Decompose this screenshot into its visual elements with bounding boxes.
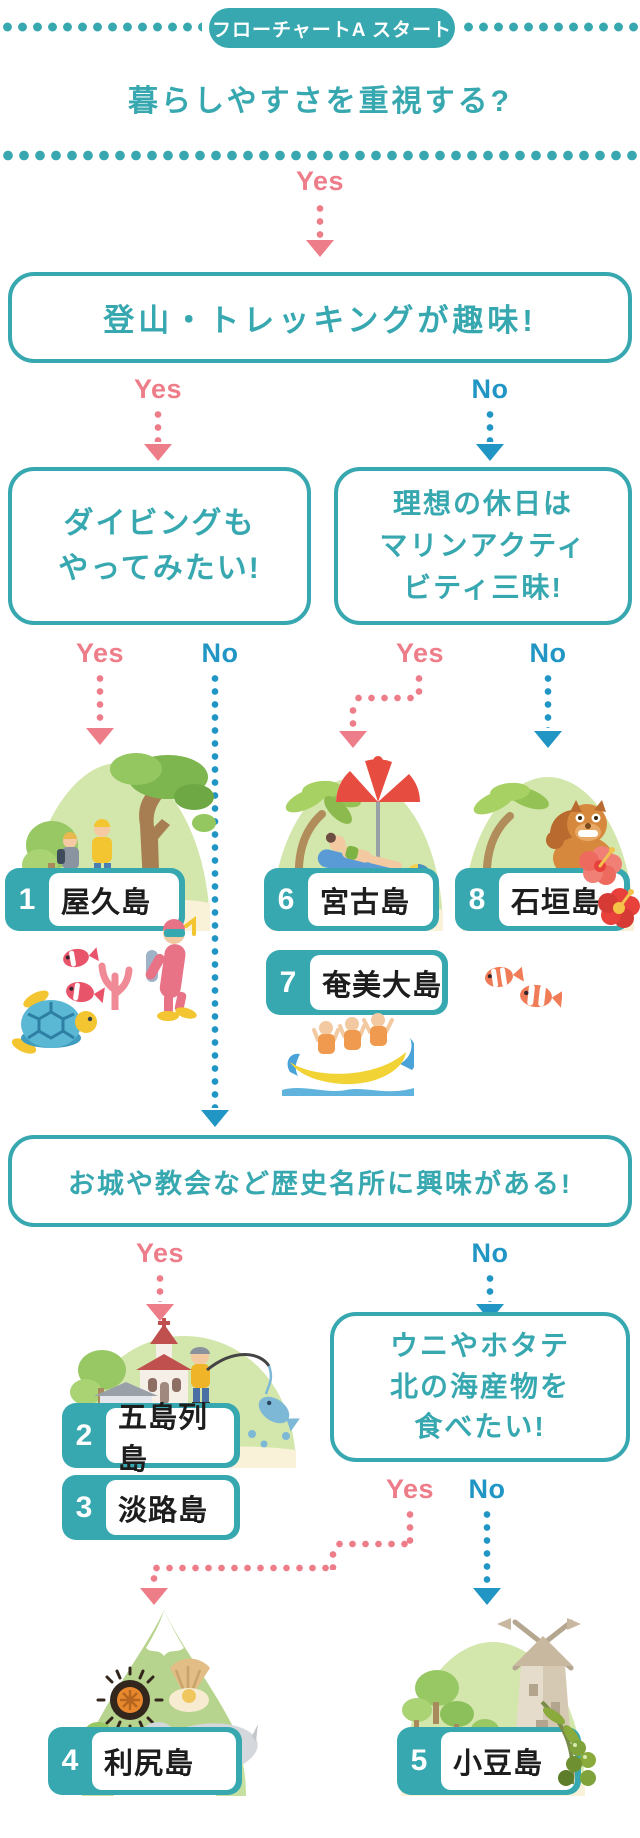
question-hiking-text: 登山・トレッキングが趣味! xyxy=(103,303,537,338)
result-number-amami-oshima: 7 xyxy=(279,965,297,999)
result-label-yakushima: 1 屋久島 xyxy=(5,868,185,931)
question-seafood-line2: 北の海産物を xyxy=(389,1370,570,1402)
question-box-diving: ダイビングも やってみたい! xyxy=(8,467,311,625)
result-number-yakushima: 1 xyxy=(18,882,36,916)
answer-q5-no: No xyxy=(468,1474,506,1504)
arrow-q1-yes-dots xyxy=(154,408,162,442)
result-name-rishirito: 利尻島 xyxy=(92,1732,236,1790)
answer-q3-no: No xyxy=(529,638,567,668)
result-name-amami-oshima: 奄美大島 xyxy=(310,955,442,1010)
arrow-q5-yes-dots-v2 xyxy=(329,1548,337,1570)
question-box-seafood: ウニやホタテ 北の海産物を 食べたい! xyxy=(330,1312,630,1462)
question-box-history: お城や教会など歴史名所に興味がある! xyxy=(8,1135,632,1227)
hibiscus-icon xyxy=(578,842,640,932)
result-number-ishigakijima: 8 xyxy=(468,882,486,916)
arrow-q2-no-head xyxy=(201,1110,229,1127)
section-divider-dots xyxy=(0,150,640,161)
arrow-q2-yes-dots xyxy=(96,672,104,726)
question-history-text: お城や教会など歴史名所に興味がある! xyxy=(68,1168,572,1199)
diver-icon xyxy=(134,916,206,1022)
banana-boat-icon xyxy=(282,1006,414,1096)
result-number-rishirito: 4 xyxy=(61,1744,79,1777)
answer-q2-no: No xyxy=(201,638,239,668)
arrow-q3-no-head xyxy=(534,731,562,748)
result-number-shodoshima: 5 xyxy=(410,1744,428,1777)
ribbon-dots-left xyxy=(0,22,202,32)
arrow-q1-no-head xyxy=(476,444,504,461)
start-ribbon-label: フローチャートA スタート xyxy=(211,19,453,41)
arrow-q5-no-dots xyxy=(483,1508,491,1584)
question-marine-line1: 理想の休日は xyxy=(392,488,573,519)
question-seafood-line1: ウニやホタテ xyxy=(389,1330,570,1362)
ribbon-dots-right xyxy=(461,22,640,32)
arrow-q5-yes-head xyxy=(140,1588,168,1605)
arrow-q3-yes-head xyxy=(339,731,367,748)
small-fish-icon xyxy=(56,946,110,1010)
result-name-goto-retto: 五島列島 xyxy=(106,1402,234,1476)
result-label-rishirito: 4 利尻島 xyxy=(48,1727,242,1795)
arrow-q4-yes-head xyxy=(146,1304,174,1321)
clownfish-icon xyxy=(482,964,562,1012)
arrow-q1-no-dots xyxy=(486,408,494,442)
result-name-shodoshima: 小豆島 xyxy=(441,1732,575,1790)
arrow-start-yes-dots xyxy=(316,202,324,238)
question-box-hiking: 登山・トレッキングが趣味! xyxy=(8,272,632,363)
question-marine-line2: マリンアクティ xyxy=(379,530,587,561)
arrow-q5-no-head xyxy=(473,1588,501,1605)
question-seafood-line3: 食べたい! xyxy=(414,1411,546,1443)
coral-icon xyxy=(94,956,136,1010)
answer-start-yes: Yes xyxy=(295,166,345,196)
result-name-awajishima: 淡路島 xyxy=(106,1480,234,1535)
arrow-q3-yes-dots-v2 xyxy=(349,704,357,730)
arrow-start-yes-head xyxy=(306,240,334,257)
result-name-miyakojima: 宮古島 xyxy=(308,873,433,926)
arrow-q2-yes-head xyxy=(86,728,114,745)
arrow-q4-yes-dots xyxy=(156,1272,164,1302)
olive-branch-icon xyxy=(528,1694,600,1790)
answer-q4-no: No xyxy=(471,1238,509,1268)
arrow-q5-yes-dots-v3 xyxy=(150,1572,158,1586)
arrow-q2-no-long-dots xyxy=(211,672,219,1108)
start-ribbon: フローチャートA スタート xyxy=(209,8,455,48)
arrow-q3-yes-dots-v1 xyxy=(415,672,423,696)
question-diving-line2: やってみたい! xyxy=(58,552,261,585)
result-number-awajishima: 3 xyxy=(75,1490,93,1524)
answer-q3-yes: Yes xyxy=(395,638,445,668)
arrow-q5-yes-dots-h2 xyxy=(150,1564,334,1572)
result-label-amami-oshima: 7 奄美大島 xyxy=(266,950,448,1015)
result-label-miyakojima: 6 宮古島 xyxy=(264,868,439,931)
arrow-q5-yes-dots-v1 xyxy=(406,1508,414,1544)
arrow-q3-yes-dots-h xyxy=(352,694,420,702)
result-number-miyakojima: 6 xyxy=(277,882,295,916)
question-box-marine-activity: 理想の休日は マリンアクティ ビティ三昧! xyxy=(334,467,632,625)
sea-turtle-icon xyxy=(6,986,98,1058)
answer-q1-yes: Yes xyxy=(133,374,183,404)
arrow-q3-no-dots xyxy=(544,672,552,728)
result-name-yakushima: 屋久島 xyxy=(49,873,179,926)
arrow-q5-yes-dots-h1 xyxy=(333,1540,411,1548)
question-diving-line1: ダイビングも xyxy=(63,507,256,540)
result-label-shodoshima: 5 小豆島 xyxy=(397,1727,581,1795)
question-marine-line3: ビティ三昧! xyxy=(403,572,563,603)
result-label-goto-retto: 2 五島列島 xyxy=(62,1402,240,1476)
answer-q5-yes: Yes xyxy=(385,1474,435,1504)
arrow-q1-yes-head xyxy=(144,444,172,461)
result-number-goto-retto: 2 xyxy=(75,1418,93,1452)
answer-q1-no: No xyxy=(471,374,509,404)
result-label-awajishima: 3 淡路島 xyxy=(62,1475,240,1540)
arrow-q4-no-dots xyxy=(486,1272,494,1302)
answer-q2-yes: Yes xyxy=(75,638,125,668)
answer-q4-yes: Yes xyxy=(135,1238,185,1268)
start-question: 暮らしやすさを重視する? xyxy=(127,85,513,118)
